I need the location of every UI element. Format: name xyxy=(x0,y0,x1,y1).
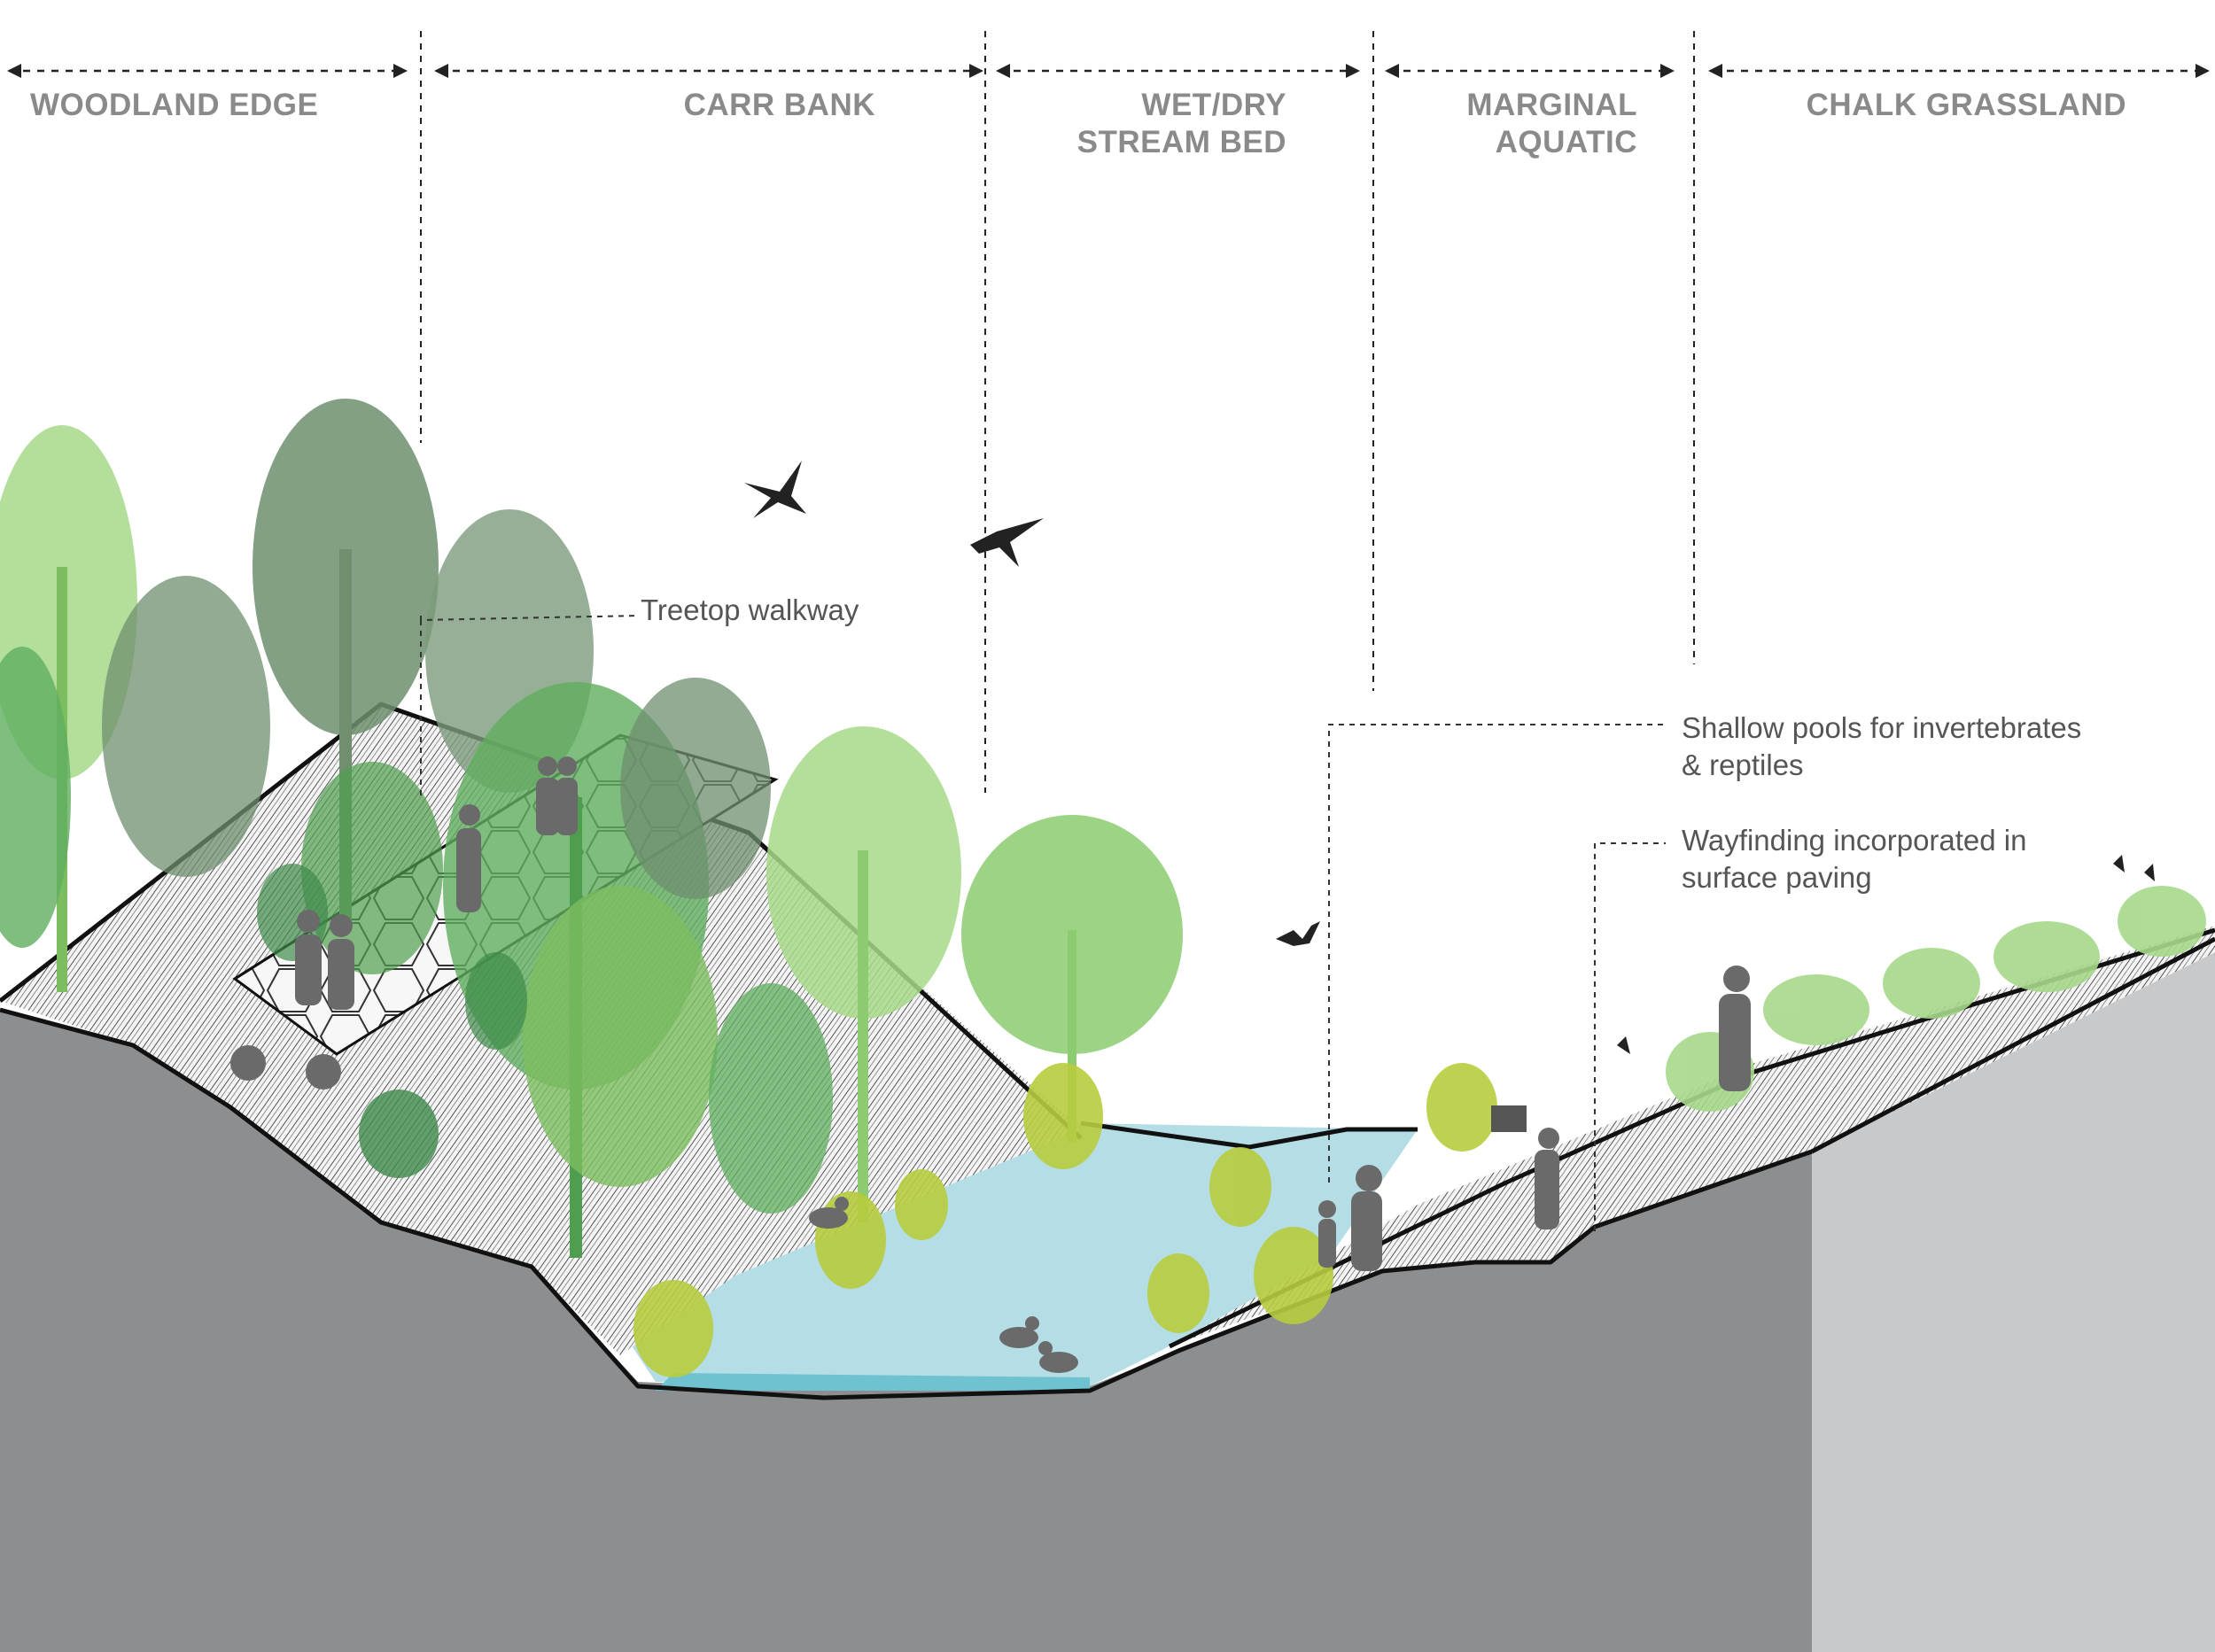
butterfly-icon xyxy=(2144,864,2155,881)
annotation-shallow-pools: Shallow pools for invertebrates & reptil… xyxy=(1682,710,2081,784)
zone-label-line: MARGINAL xyxy=(1466,88,1637,122)
zone-label-line: CARR BANK xyxy=(683,88,875,122)
zone-label-stream-bed: WET/DRY STREAM BED xyxy=(1019,87,1286,161)
butterfly-icon xyxy=(2113,855,2125,873)
annotation-line: Wayfinding incorporated in xyxy=(1682,824,2027,857)
child-figure xyxy=(1318,1200,1336,1268)
zone-label-woodland-edge: WOODLAND EDGE xyxy=(30,87,318,124)
duck-icon xyxy=(1038,1341,1078,1373)
annotation-line: Shallow pools for invertebrates xyxy=(1682,711,2082,744)
person-figure xyxy=(328,914,354,1010)
annotation-wayfinding: Wayfinding incorporated in surface pavin… xyxy=(1682,822,2027,896)
annotation-treetop-walkway: Treetop walkway xyxy=(641,593,859,626)
duck-icon xyxy=(809,1197,849,1229)
duck-icon xyxy=(999,1316,1039,1348)
zone-label-chalk-grassland: CHALK GRASSLAND xyxy=(1754,87,2126,124)
stream-water-deep xyxy=(656,1373,1090,1391)
right-bank-hatch xyxy=(1170,926,2215,1346)
chalk-grassland-vegetation xyxy=(1666,886,2206,1112)
butterfly-icon xyxy=(1617,1036,1630,1054)
ducks xyxy=(809,1197,1078,1373)
ground-side-face xyxy=(1812,952,2215,1652)
person-figure xyxy=(1535,1128,1559,1229)
person-figure xyxy=(536,756,559,835)
person-figure xyxy=(456,804,481,912)
zone-label-carr-bank: CARR BANK xyxy=(620,87,875,124)
bat-icon xyxy=(1276,921,1320,946)
flying-animals xyxy=(744,461,2155,1054)
people-figures xyxy=(295,756,1751,1271)
zone-label-line: CHALK GRASSLAND xyxy=(1806,88,2126,122)
annotation-leaders xyxy=(420,615,1666,1231)
annotation-line: & reptiles xyxy=(1682,748,1804,781)
annotation-line: surface paving xyxy=(1682,861,1872,894)
zone-label-line: WET/DRY xyxy=(1141,88,1286,122)
trees xyxy=(0,399,1183,1258)
swallow-icon xyxy=(970,518,1044,567)
zone-label-marginal-aquatic: MARGINAL AQUATIC xyxy=(1418,87,1637,161)
zone-label-line: WOODLAND EDGE xyxy=(30,88,319,122)
zone-dividers xyxy=(420,31,1695,793)
person-figure xyxy=(1351,1165,1382,1271)
person-figure xyxy=(295,910,322,1005)
swallow-icon xyxy=(744,461,806,518)
person-figure xyxy=(1719,966,1751,1091)
ground-section xyxy=(0,1010,1812,1652)
zone-label-line: STREAM BED xyxy=(1076,125,1286,159)
wayfinding-sign-icon xyxy=(1491,1105,1527,1132)
person-figure xyxy=(556,756,578,835)
zone-label-line: AQUATIC xyxy=(1495,125,1637,159)
dimension-arrowheads xyxy=(7,64,2210,78)
